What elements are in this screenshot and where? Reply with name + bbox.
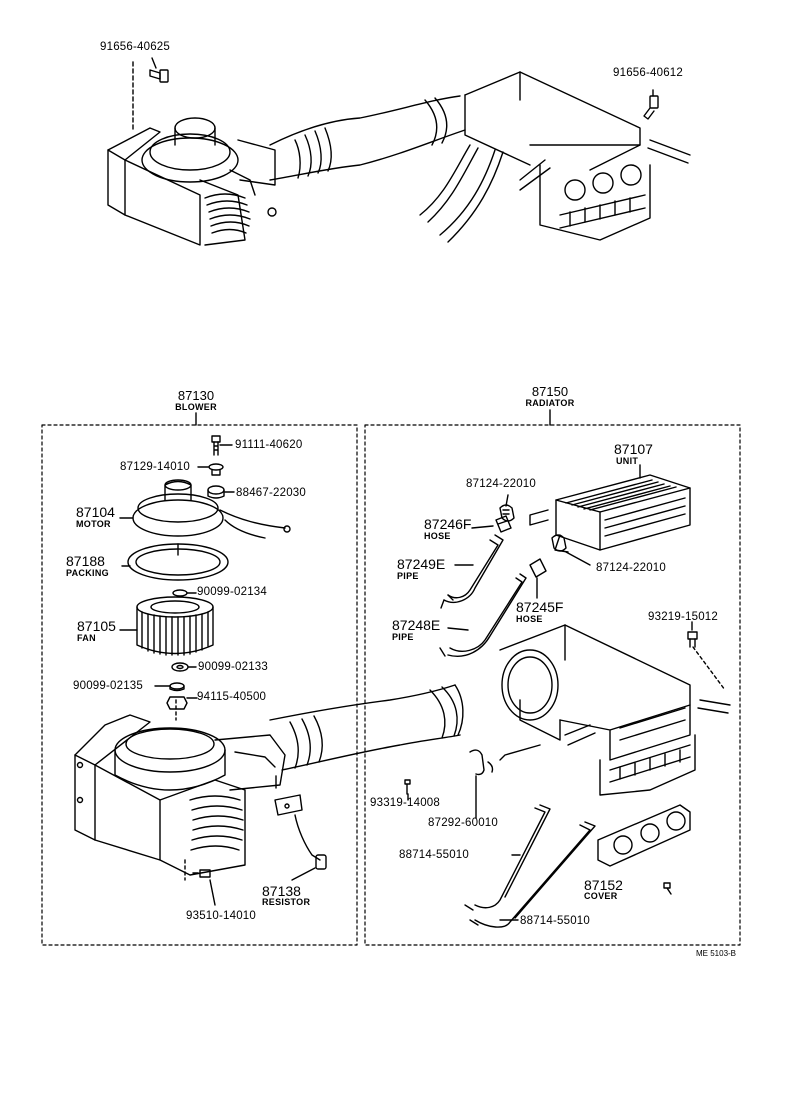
hose-a-name: HOSE — [424, 531, 451, 541]
screw-icon — [192, 869, 211, 878]
tube-a-part-number: 88714-55010 — [399, 849, 469, 861]
bolt-icon — [687, 631, 698, 648]
washer-b-part-number: 90099-02133 — [198, 661, 268, 673]
pipe-b-part-number: 87248E — [392, 617, 441, 633]
air-duct-icon — [269, 684, 464, 771]
blower-group-box — [41, 412, 358, 946]
hose-a-part-number: 87246F — [424, 516, 472, 532]
blower-housing-icon — [74, 714, 286, 876]
washer-top-part-number: 87129-14010 — [120, 461, 190, 473]
motor-icon — [132, 479, 291, 539]
clamp-right-part-number: 87124-22010 — [596, 562, 666, 574]
radiator-exploded-parts — [404, 464, 731, 928]
washer-c-part-number: 90099-02135 — [73, 680, 143, 692]
fan-name: FAN — [77, 633, 96, 643]
pipe-a-part-number: 87249E — [397, 556, 446, 572]
fan-icon — [136, 596, 214, 656]
screw-icon — [211, 435, 221, 456]
cover-name: COVER — [584, 891, 618, 901]
resistor-name: RESISTOR — [262, 897, 311, 907]
pipe-b-name: PIPE — [392, 632, 414, 642]
resistor-part-number: 87138 — [262, 883, 301, 899]
drain-tube-icon — [464, 804, 596, 928]
screw-bottom-part-number: 93510-14010 — [186, 910, 256, 922]
water-hose-icon — [419, 144, 551, 243]
washer-a-part-number: 90099-02134 — [197, 586, 267, 598]
hose-b-name: HOSE — [516, 614, 543, 624]
blower-exploded-parts — [74, 435, 464, 906]
hose-icon — [495, 515, 512, 533]
grommet-icon — [207, 485, 225, 499]
packing-icon — [127, 543, 229, 581]
bolt-part-number: 93219-15012 — [648, 611, 718, 623]
unit-part-number: 87107 — [614, 441, 653, 457]
washer-icon — [172, 589, 188, 597]
pipe-icon — [439, 573, 527, 657]
heater-case-icon — [499, 624, 731, 796]
screw-part-number: 93319-14008 — [370, 797, 440, 809]
heater-core-icon — [529, 474, 691, 553]
washer-icon — [169, 682, 185, 692]
cover-part-number: 87152 — [584, 877, 623, 893]
bolt-icon — [149, 69, 169, 83]
unit-name: UNIT — [616, 456, 639, 466]
hose-b-part-number: 87245F — [516, 599, 564, 615]
clamp-icon — [551, 534, 567, 552]
tube-b-part-number: 88714-55010 — [520, 915, 590, 927]
motor-name: MOTOR — [76, 519, 111, 529]
screw-icon — [404, 779, 411, 795]
clip-part-number: 87292-60010 — [428, 817, 498, 829]
pipe-icon — [440, 534, 504, 609]
washer-icon — [208, 463, 224, 476]
fan-part-number: 87105 — [77, 618, 116, 634]
air-duct-icon — [269, 95, 466, 181]
packing-name: PACKING — [66, 568, 109, 578]
radiator-group-header: 87150 RADIATOR — [500, 385, 600, 408]
grommet-part-number: 88467-22030 — [236, 487, 306, 499]
blower-assembly-icon — [107, 117, 277, 246]
nut-icon — [166, 696, 188, 710]
nut-part-number: 94115-40500 — [197, 691, 267, 703]
packing-part-number: 87188 — [66, 553, 105, 569]
radiator-group-name: RADIATOR — [525, 398, 575, 408]
screw-top-part-number: 91111-40620 — [235, 439, 303, 451]
cover-icon — [597, 804, 691, 867]
blower-group-number: 87130 — [177, 388, 215, 403]
heater-unit-icon — [464, 71, 691, 241]
clamp-icon — [499, 504, 515, 522]
bolt-icon — [643, 95, 659, 120]
pipe-a-name: PIPE — [397, 571, 419, 581]
screw-icon — [663, 882, 672, 895]
bolt-right-part-number: 91656-40612 — [613, 67, 683, 79]
hose-icon — [529, 558, 547, 578]
washer-icon — [171, 662, 189, 672]
clip-icon — [469, 749, 494, 776]
blower-group-name: BLOWER — [175, 402, 217, 412]
clamp-top-part-number: 87124-22010 — [466, 478, 536, 490]
top-assembly-view — [107, 57, 691, 246]
radiator-group-box — [364, 409, 741, 946]
blower-group-header: 87130 BLOWER — [146, 389, 246, 412]
bolt-left-part-number: 91656-40625 — [100, 41, 170, 53]
motor-part-number: 87104 — [76, 504, 115, 520]
figure-code: ME 5103-B — [696, 949, 737, 958]
radiator-group-number: 87150 — [531, 384, 569, 399]
resistor-icon — [274, 794, 327, 870]
